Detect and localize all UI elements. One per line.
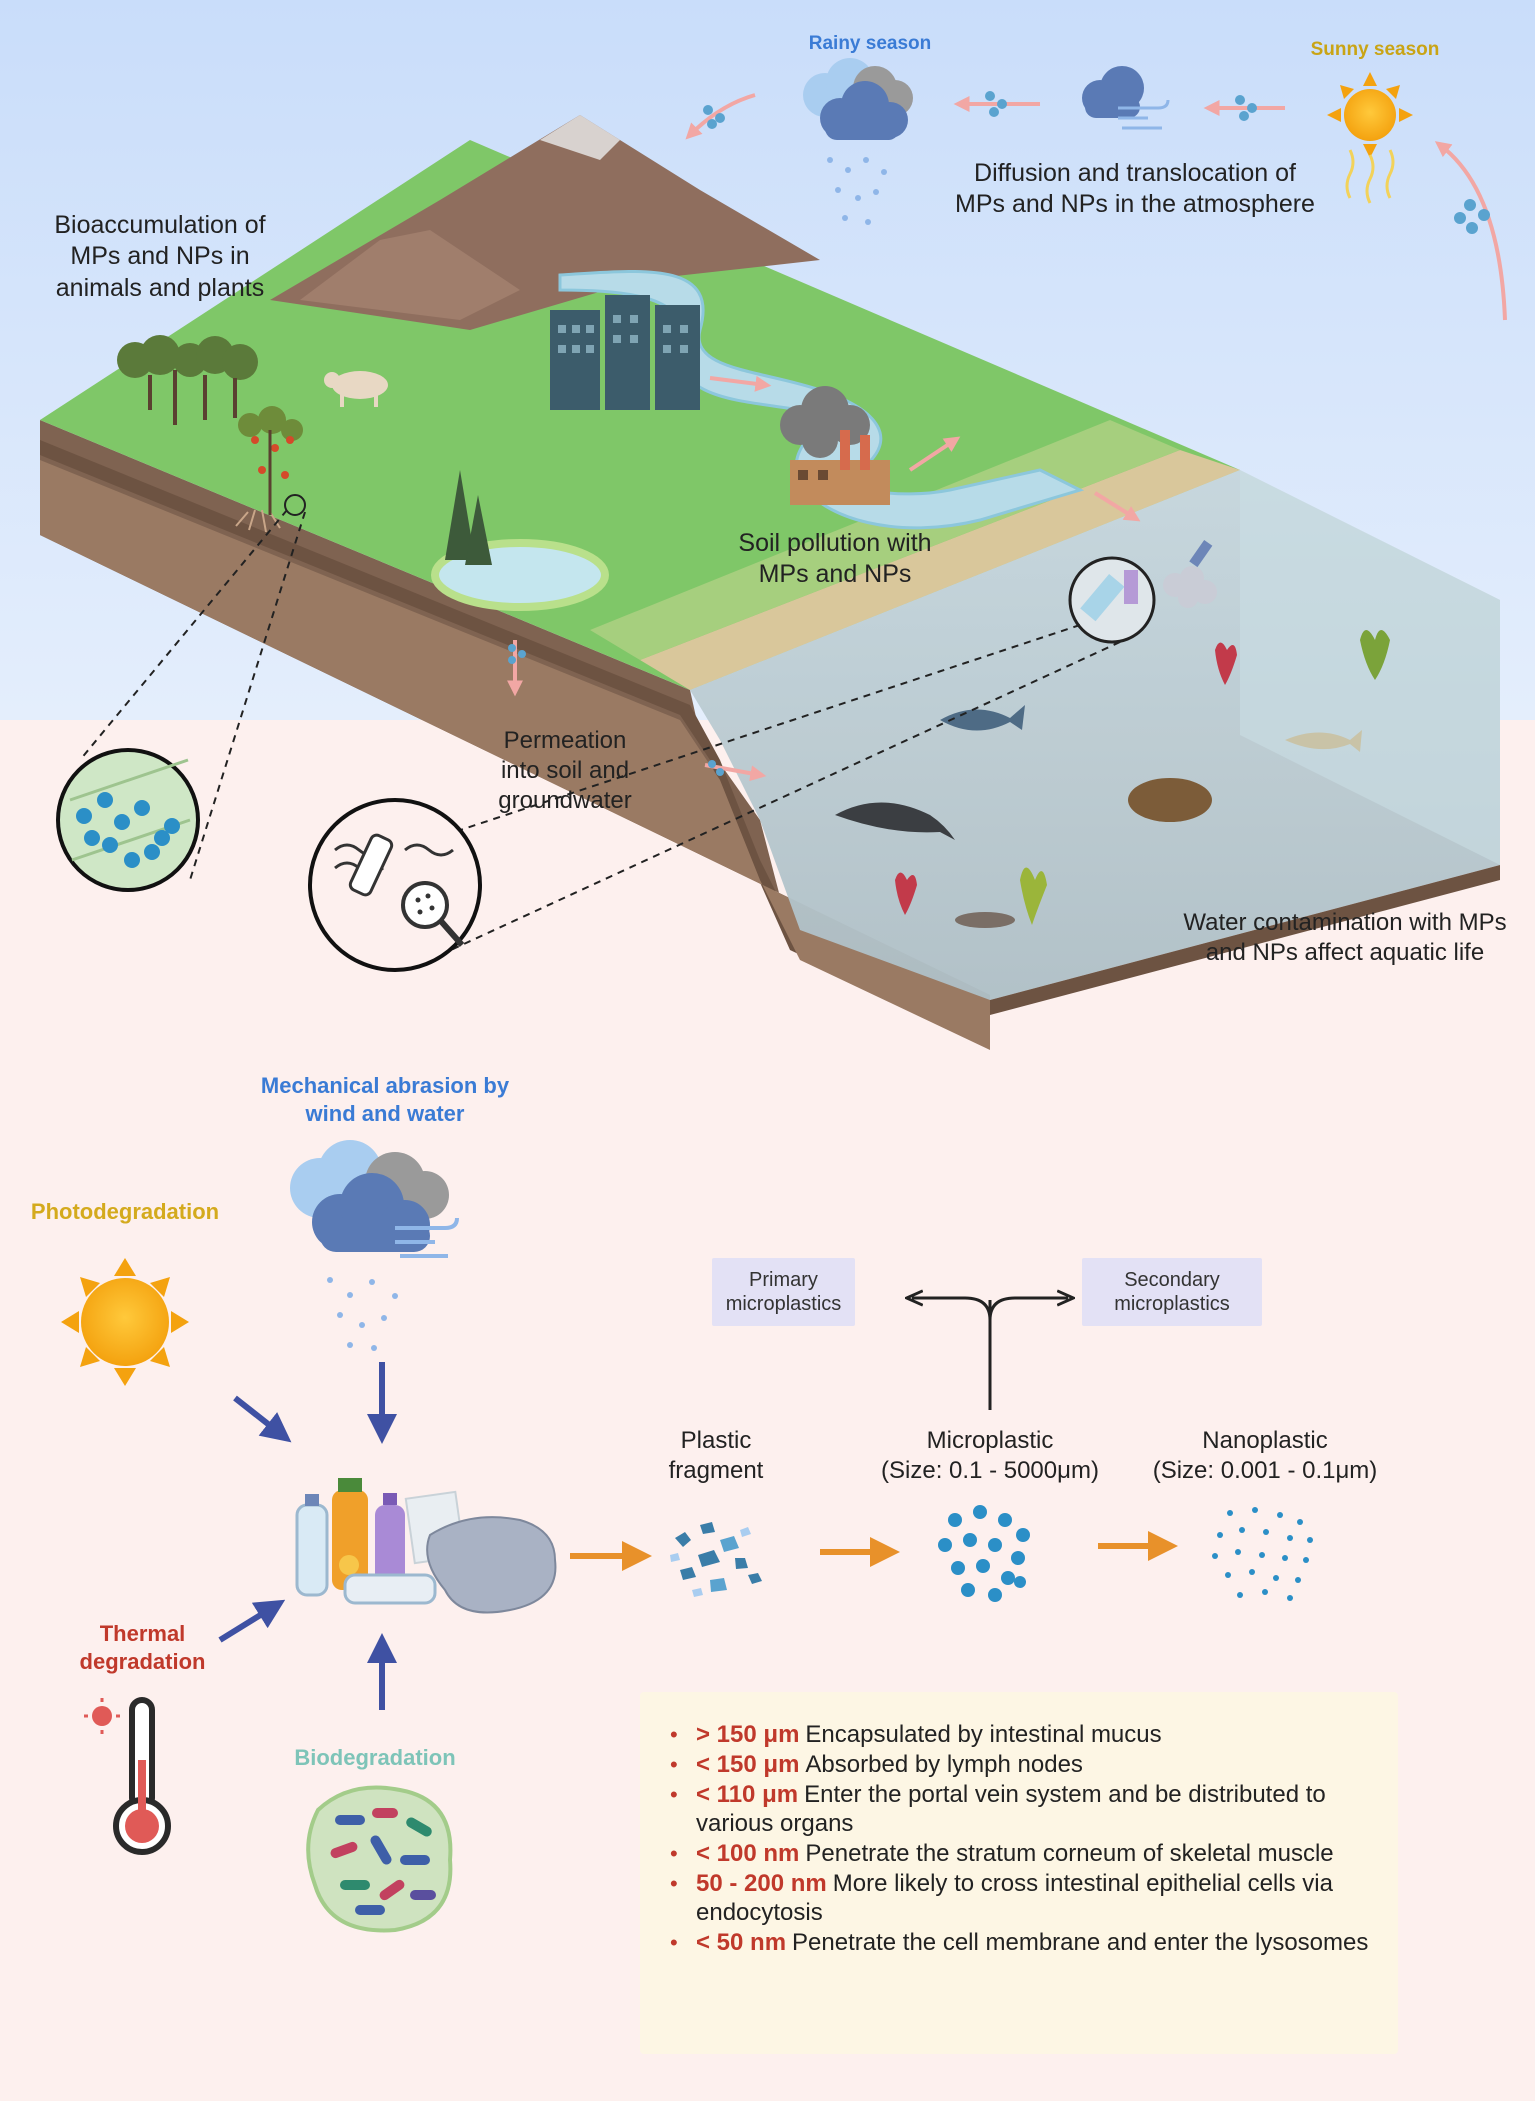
city bbox=[550, 295, 700, 410]
rainy-season-label: Rainy season bbox=[808, 33, 932, 54]
cow bbox=[324, 371, 388, 407]
whale-icon bbox=[835, 802, 955, 840]
particle-clusters bbox=[508, 91, 1490, 776]
water-contamination-label: Water contamination with MPs and NPs aff… bbox=[1183, 909, 1507, 966]
microplastic-icon bbox=[938, 1505, 1030, 1602]
effect-text: Encapsulated by intestinal mucus bbox=[805, 1721, 1162, 1748]
fish-icon bbox=[1285, 730, 1362, 752]
primary-microplastics-box: Primary microplastics bbox=[712, 1258, 855, 1326]
plastic-debris-icon bbox=[1163, 540, 1217, 608]
secondary-microplastics-box: Secondary microplastics bbox=[1082, 1258, 1262, 1326]
size-range: > 150 μm bbox=[696, 1721, 800, 1748]
size-range: < 100 nm bbox=[696, 1840, 800, 1867]
effect-text: Absorbed by lymph nodes bbox=[805, 1751, 1083, 1778]
plastic-fragment-label: Plastic fragment bbox=[668, 1427, 764, 1484]
effect-text: Penetrate the cell membrane and enter th… bbox=[792, 1929, 1369, 1956]
soil-pollution-label: Soil pollution with MPs and NPs bbox=[738, 529, 932, 589]
size-range: < 110 μm bbox=[696, 1781, 799, 1808]
degradation-arrows bbox=[218, 1362, 397, 1710]
marine-life bbox=[835, 540, 1390, 928]
mechanical-abrasion-label: Mechanical abrasion by wind and water bbox=[260, 1073, 510, 1126]
microplastic-name: Microplastic bbox=[926, 1427, 1054, 1454]
plastic-items-icon bbox=[295, 1478, 557, 1614]
effect-text: More likely to cross intestinal epitheli… bbox=[696, 1870, 1333, 1926]
microplastic-size: (Size: 0.1 - 5000μm) bbox=[881, 1457, 1099, 1484]
fish-icon bbox=[940, 705, 1025, 731]
sun-icon bbox=[61, 1258, 189, 1386]
zoom-plant-root bbox=[56, 494, 306, 892]
sunny-season-label: Sunny season bbox=[1310, 39, 1440, 60]
nanoplastic-label: Nanoplastic (Size: 0.001 - 0.1μm) bbox=[1135, 1426, 1395, 1486]
size-range: 50 - 200 nm bbox=[696, 1870, 827, 1897]
rain-cloud-icon bbox=[803, 58, 913, 225]
thermal-degradation-label: Thermal degradation bbox=[79, 1621, 206, 1674]
biodegradation-label: Biodegradation bbox=[294, 1745, 456, 1770]
nanoplastic-icon bbox=[1212, 1507, 1313, 1601]
factory bbox=[780, 386, 890, 505]
storm-cloud-icon bbox=[290, 1140, 459, 1351]
process-arrows bbox=[570, 1531, 1178, 1571]
sun-icon-top bbox=[1327, 72, 1413, 204]
nanoplastic-name: Nanoplastic bbox=[1202, 1427, 1328, 1454]
thermometer-icon bbox=[84, 1697, 171, 1855]
bioaccumulation-label: Bioaccumulation of MPs and NPs in animal… bbox=[54, 211, 266, 302]
effect-text: Penetrate the stratum corneum of skeleta… bbox=[805, 1840, 1334, 1867]
zoom-water-plastic bbox=[308, 556, 1156, 972]
microplastic-label: Microplastic (Size: 0.1 - 5000μm) bbox=[860, 1426, 1120, 1486]
size-range: < 150 μm bbox=[696, 1751, 800, 1778]
trees bbox=[117, 335, 492, 565]
bacteria-icon bbox=[306, 1785, 453, 1933]
permeation-label: Permeation into soil and groundwater bbox=[498, 727, 632, 814]
effect-text: Enter the portal vein system and be dist… bbox=[696, 1781, 1326, 1837]
plastic-fragment-icon bbox=[670, 1522, 762, 1597]
turtle-icon bbox=[1128, 778, 1212, 822]
classification-arrow bbox=[912, 1298, 1068, 1410]
photodegradation-label: Photodegradation bbox=[30, 1199, 220, 1224]
atmosphere-label: Diffusion and translocation of MPs and N… bbox=[955, 159, 1315, 219]
size-range: < 50 nm bbox=[696, 1929, 787, 1956]
nanoplastic-size: (Size: 0.001 - 0.1μm) bbox=[1152, 1457, 1378, 1484]
wind-cloud-icon bbox=[1082, 66, 1170, 130]
